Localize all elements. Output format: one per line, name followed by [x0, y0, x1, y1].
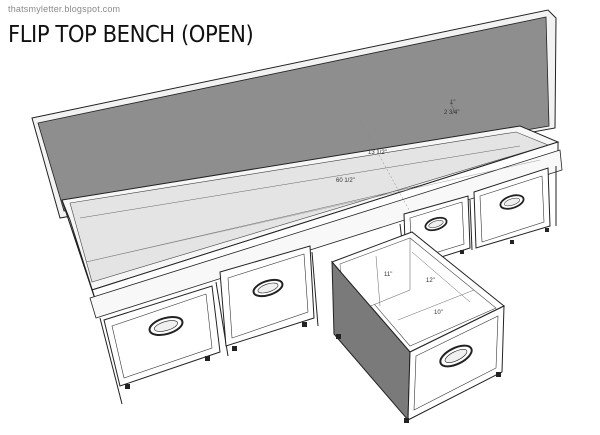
dim-bin-depth: 12" [426, 278, 435, 284]
dim-bin-height: 11" [384, 272, 392, 278]
diagram-title: FLIP TOP BENCH (OPEN) [8, 22, 254, 48]
bench-frame [61, 125, 563, 405]
dim-length: 60 1/2" [336, 178, 355, 184]
storage-bin-1 [103, 285, 221, 389]
dim-lid-top-depth: 1" [450, 100, 455, 106]
dim-lid-edge: 2 3/4" [444, 110, 459, 116]
bench-lid [31, 9, 557, 219]
storage-bin-2 [219, 245, 315, 351]
dim-depth: 13 1/2" [368, 150, 387, 156]
watermark: thatsmyletter.blogspot.com [8, 4, 121, 14]
storage-bin-4 [473, 167, 551, 249]
dim-bin-width: 10" [434, 310, 443, 316]
bench-dimension-lines [85, 101, 541, 263]
pulled-out-bin [331, 231, 505, 423]
